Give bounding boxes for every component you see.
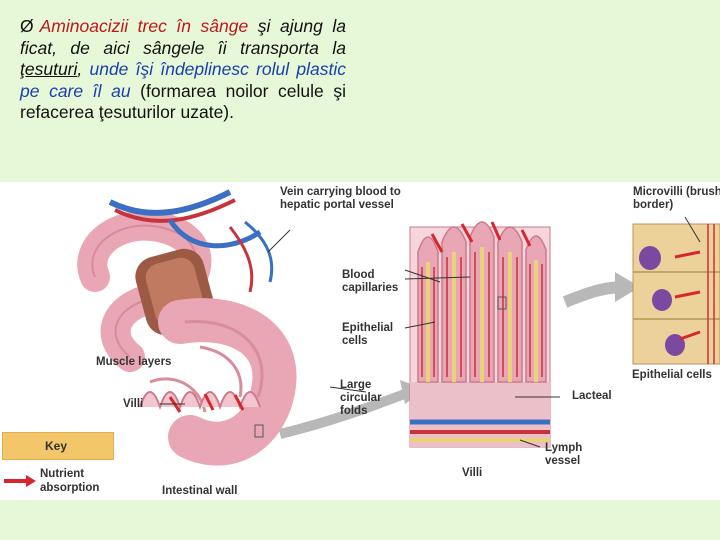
text-rest: (formarea noilor celule şi refacerea ţes… [20, 80, 346, 123]
text-part-a: şi ajung la ficat, de aici sângele îi tr… [20, 16, 346, 58]
zoom-arrowhead-2 [615, 272, 640, 302]
intestine-illustration [77, 189, 720, 466]
label-epithelial-cells-right: Epithelial cells [632, 369, 712, 381]
label-microvilli: Microvilli (brush border) [633, 186, 720, 211]
epithelial-cells [632, 223, 720, 365]
text-aminoacids: Aminoacizii trec în sânge [39, 16, 249, 36]
nutrient-arrows-villi [430, 221, 532, 253]
zoom-arrow-1 [278, 387, 412, 439]
key-arrow-icon [4, 475, 36, 487]
label-villi-left: Villi [123, 398, 144, 410]
key-title: Key [45, 439, 68, 453]
leader-lines [160, 216, 701, 448]
label-intestinal-wall: Intestinal wall [162, 485, 238, 497]
label-blood-capillaries: Blood capillaries [342, 269, 399, 294]
text-comma: , [77, 59, 90, 79]
bullet-arrow-icon: Ø [20, 16, 34, 36]
intestine-figure: Vein carrying blood to hepatic portal ve… [0, 182, 720, 500]
label-vein: Vein carrying blood to hepatic portal ve… [280, 186, 401, 211]
text-tesuturi: ţesuturi [20, 59, 78, 79]
label-villi-bottom: Villi [462, 467, 483, 479]
label-muscle-layers: Muscle layers [96, 356, 172, 368]
label-lacteal: Lacteal [572, 390, 612, 402]
label-large-folds: Large circular folds [340, 379, 382, 417]
villi-block [409, 221, 551, 448]
label-lymph-vessel: Lymph vessel [545, 442, 583, 467]
label-epithelial-cells: Epithelial cells [342, 322, 394, 347]
key-entry: Nutrient absorption [40, 468, 100, 494]
key-box: Key [2, 432, 114, 460]
text-plastic-role: unde îşi îndeplinesc rolul plastic pe ca… [20, 59, 346, 101]
